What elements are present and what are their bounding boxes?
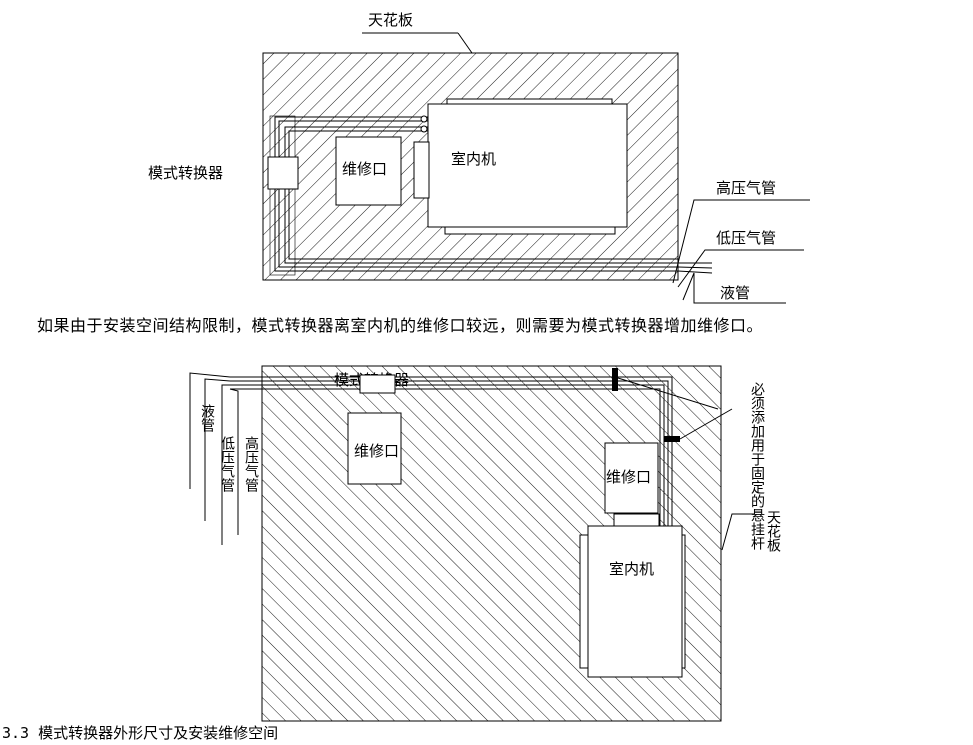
- service-port-label-2a: 维修口: [354, 442, 399, 460]
- indoor-unit-side-box: [413, 141, 430, 199]
- indoor-unit-label-2: 室内机: [609, 560, 654, 578]
- indoor-unit-1: [427, 103, 628, 228]
- hanger-rod-2: [664, 436, 680, 442]
- ceiling-label-2: 天花板: [765, 510, 781, 552]
- indoor-unit-2: [587, 525, 683, 678]
- ceiling-label-1: 天花板: [368, 11, 413, 29]
- section-caption: 3.3 模式转换器外形尺寸及安装维修空间: [2, 724, 279, 742]
- liquid-label-2: 液管: [199, 404, 215, 432]
- hanger-rod-1: [612, 368, 618, 391]
- diagram-1: 天花板 室内机 维修口 模式转换器: [148, 11, 810, 304]
- low-gas-label-2: 低压气管: [219, 436, 235, 492]
- service-port-label-2b: 维修口: [606, 468, 651, 486]
- high-gas-label-1: 高压气管: [716, 179, 776, 197]
- diagram-2: 模式转换器 维修口 维修口 室内机 必须添加用于固定的悬挂杆 天花板: [189, 365, 781, 722]
- indoor-unit-label-1: 室内机: [451, 150, 496, 168]
- mode-converter-label-1: 模式转换器: [148, 164, 223, 182]
- pipes-1: [274, 116, 678, 272]
- indoor-unit-plate: [613, 513, 660, 527]
- low-gas-label-1: 低压气管: [716, 229, 776, 247]
- mode-converter-2: [359, 374, 396, 394]
- liquid-label-1: 液管: [720, 284, 750, 302]
- paragraph-text: 如果由于安装空间结构限制，模式转换器离室内机的维修口较远，则需要为模式转换器增加…: [37, 316, 764, 335]
- mode-converter-1: [267, 156, 299, 190]
- high-gas-label-2: 高压气管: [243, 435, 259, 492]
- service-port-label-1: 维修口: [342, 160, 387, 178]
- hanger-rod-note: 必须添加用于固定的悬挂杆: [749, 382, 765, 550]
- service-port-2a: [347, 412, 402, 485]
- service-port-2b: [604, 442, 659, 514]
- service-port-1: [335, 136, 402, 206]
